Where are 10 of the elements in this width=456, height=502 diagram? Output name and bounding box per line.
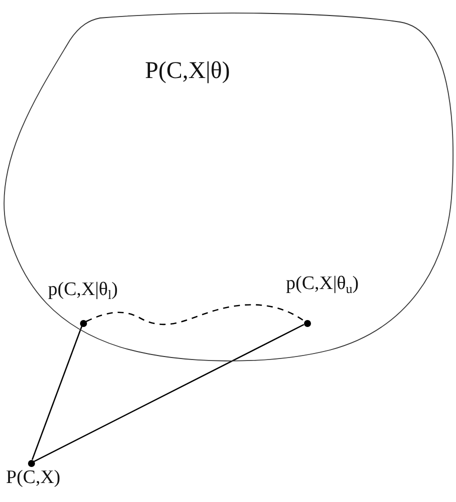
point-label: p(C,X|θ$_{u}$) <box>286 273 359 295</box>
point-label: P(C,X) <box>6 467 60 489</box>
region-label: P(C,X|θ) <box>145 58 230 85</box>
dashed-curve <box>86 304 305 326</box>
point-dot <box>304 320 310 326</box>
connector-line <box>32 326 82 460</box>
point-label: p(C,X|θ$_{l}$) <box>48 279 118 301</box>
connector-line <box>34 324 304 462</box>
point-dot <box>28 460 34 466</box>
point-dot <box>80 320 86 326</box>
